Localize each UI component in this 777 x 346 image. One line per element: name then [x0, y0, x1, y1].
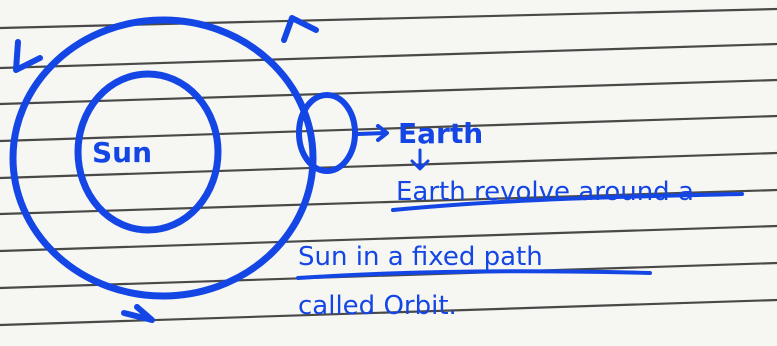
caption-line-3: called Orbit. — [298, 291, 457, 321]
ruled-lines — [0, 7, 777, 327]
earth-label: Earth — [398, 117, 483, 150]
sun-label: Sun — [92, 136, 152, 169]
orbit-direction-arrow-bottom — [121, 304, 155, 323]
arrow-icon — [356, 124, 389, 142]
down-arrow-icon — [410, 148, 430, 171]
caption-line-2: Sun in a fixed path — [298, 242, 543, 272]
caption-line-1: Earth revolve around a — [396, 177, 694, 207]
orbit-ring — [9, 16, 317, 300]
earth-circle — [296, 92, 358, 174]
caption-underline-2 — [296, 269, 652, 280]
orbit-direction-arrow-top — [281, 15, 319, 43]
orbit-direction-arrow-left — [13, 39, 43, 73]
sun-circle — [74, 70, 222, 234]
caption-underline-1 — [391, 192, 744, 212]
